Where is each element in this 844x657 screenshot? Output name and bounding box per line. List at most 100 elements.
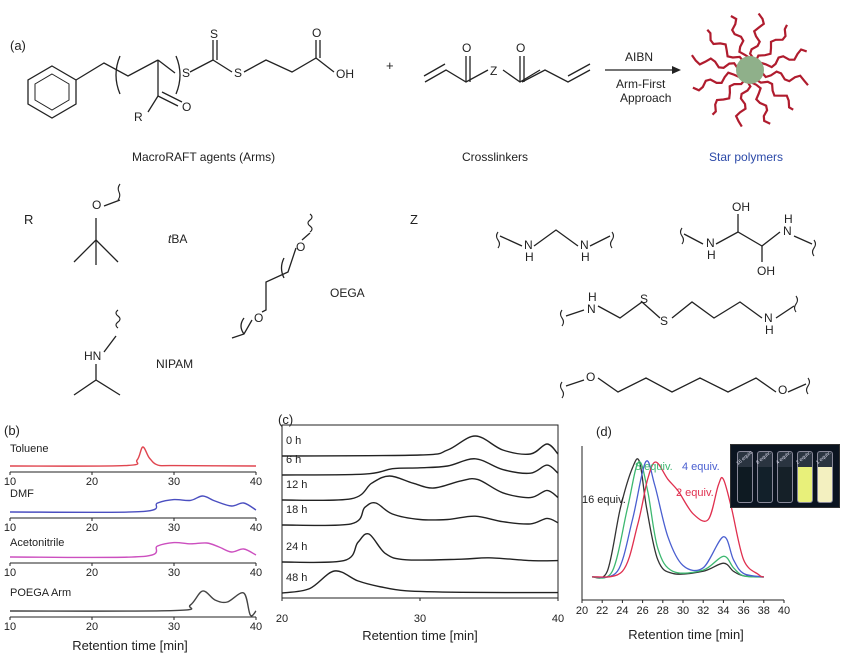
panel-a-label: (a)	[10, 38, 26, 53]
x-tick-label: 32	[697, 605, 709, 617]
atom-o-z4b: O	[778, 383, 788, 397]
r-group-header: R	[24, 212, 34, 227]
series-line	[9, 590, 257, 617]
x-tick-label: 30	[168, 567, 180, 579]
star-arm	[760, 70, 809, 86]
crosslinkers-label: Crosslinkers	[462, 150, 529, 164]
z-group-header: Z	[410, 212, 418, 227]
legend-label: 8 equiv.	[635, 461, 673, 473]
x-tick-label: 30	[168, 621, 180, 633]
x-tick-label: 30	[677, 605, 689, 617]
x-tick-label: 10	[4, 567, 16, 579]
x-tick-label: 10	[4, 522, 16, 534]
series-line	[591, 460, 764, 578]
x-axis-label: Retention time [min]	[72, 638, 188, 653]
atom-h-z2b: H	[784, 212, 793, 226]
x-tick-label: 20	[576, 605, 588, 617]
series-label: 6 h	[286, 454, 301, 466]
tba-label: tBA	[168, 232, 188, 246]
star-core	[736, 56, 764, 84]
atom-o-cl2: O	[516, 41, 526, 55]
atom-s-z3a: S	[660, 314, 669, 328]
panel-b-label: (b)	[4, 423, 20, 438]
series-line	[591, 461, 765, 578]
approach-line2: Approach	[620, 91, 672, 105]
plus-sign: +	[386, 58, 394, 73]
series-label: DMF	[10, 488, 34, 500]
x-tick-label: 20	[86, 567, 98, 579]
x-tick-label: 10	[4, 476, 16, 488]
atom-n-z1b: N	[580, 238, 589, 252]
series-line	[591, 461, 764, 579]
x-tick-label: 20	[86, 621, 98, 633]
atom-h-z3a: H	[588, 290, 597, 304]
star-arm	[692, 71, 741, 92]
star-arm	[749, 81, 771, 125]
atom-o-oega1: O	[296, 240, 306, 254]
atom-h-z1b: H	[581, 250, 590, 264]
series-label: 24 h	[286, 541, 307, 553]
series-label: 0 h	[286, 435, 301, 447]
side-chain-bond	[147, 95, 159, 113]
atom-s-top: S	[210, 27, 219, 41]
atom-s-right: S	[234, 66, 243, 80]
x-tick-label: 40	[250, 567, 262, 579]
vial-label: 4 equiv.	[775, 450, 793, 466]
series-label: 12 h	[286, 479, 307, 491]
atom-n-z3a: N	[587, 302, 596, 316]
nipam-label: NIPAM	[156, 357, 194, 371]
atom-r: R	[134, 110, 143, 124]
x-tick-label: 24	[616, 605, 628, 617]
series-label: POEGA Arm	[10, 587, 71, 599]
legend-label: 16 equiv.	[582, 494, 626, 506]
series-line	[591, 458, 764, 579]
bracket-right	[175, 55, 181, 95]
atom-n-z2a: N	[706, 236, 715, 250]
macroraft-label: MacroRAFT agents (Arms)	[132, 150, 276, 164]
star-arm	[748, 12, 766, 60]
series-label: 48 h	[286, 572, 307, 584]
atom-o-z4a: O	[586, 370, 596, 384]
legend-label: 4 equiv.	[682, 461, 720, 473]
series-label: Toluene	[10, 443, 49, 455]
x-tick-label: 30	[414, 613, 426, 625]
x-tick-label: 30	[168, 522, 180, 534]
atom-hn-nipam: HN	[84, 349, 102, 363]
series-line	[9, 446, 257, 467]
series-line	[281, 435, 559, 457]
x-tick-label: 20	[86, 522, 98, 534]
vial: 2 equiv.	[795, 450, 813, 503]
star-arm	[691, 54, 739, 70]
vials-photo: 16 equiv.8 equiv.4 equiv.2 equiv.1 equiv…	[730, 444, 840, 508]
vial: 1 equiv.	[815, 450, 833, 503]
atom-n-z3b: N	[764, 311, 773, 325]
series-label: Acetonitrile	[10, 537, 64, 549]
vial-label: 1 equiv.	[815, 450, 833, 466]
atom-h-z3b: H	[765, 323, 774, 337]
atom-h-z2a: H	[707, 248, 716, 262]
x-tick-label: 36	[737, 605, 749, 617]
x-tick-label: 34	[717, 605, 729, 617]
atom-o-cl1: O	[462, 41, 472, 55]
star-arm	[755, 24, 788, 61]
arrowhead-icon	[672, 66, 681, 74]
series-line	[281, 532, 559, 564]
reagent-aibn: AIBN	[625, 50, 654, 64]
atom-s-z3b: S	[640, 292, 649, 306]
bracket-left	[115, 55, 121, 95]
panel-c-label: (c)	[278, 412, 294, 427]
series-line	[281, 475, 559, 502]
x-tick-label: 26	[636, 605, 648, 617]
star-arm	[730, 15, 751, 59]
star-arm	[706, 29, 744, 62]
atom-oh-z2a: OH	[732, 200, 750, 214]
x-tick-label: 38	[758, 605, 770, 617]
vial: 16 equiv.	[735, 449, 755, 503]
vial: 8 equiv.	[755, 450, 773, 503]
atom-n-z2b: N	[783, 224, 792, 238]
vial: 4 equiv.	[775, 450, 793, 503]
x-tick-label: 10	[4, 621, 16, 633]
legend-label: 2 equiv.	[676, 487, 714, 499]
